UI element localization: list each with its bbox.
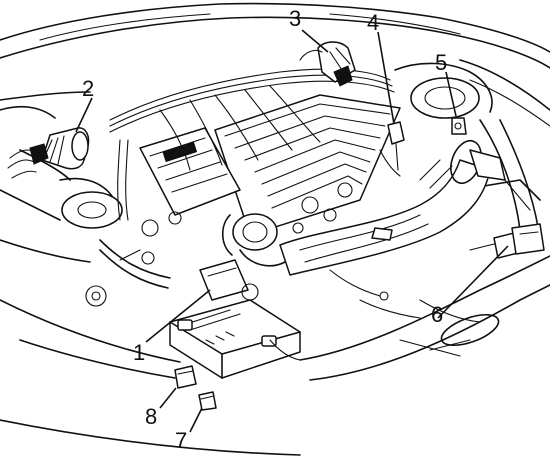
radiator-support xyxy=(0,255,550,456)
left-fender xyxy=(0,105,123,263)
battery xyxy=(169,299,301,379)
callout-7: 7 xyxy=(175,428,187,453)
hoses-and-bolts xyxy=(59,177,389,307)
hood-outline xyxy=(0,2,550,127)
callout-5: 5 xyxy=(435,50,447,75)
fuse-part-7 xyxy=(198,391,217,411)
callout-4: 4 xyxy=(367,10,379,35)
fuse-part-8 xyxy=(174,365,197,389)
callout-2: 2 xyxy=(82,76,94,101)
fuse-box-part-1 xyxy=(199,259,259,301)
throttle-body xyxy=(221,182,353,267)
relay-box-part-6 xyxy=(469,223,545,259)
top-connector-part xyxy=(299,41,356,87)
callout-6: 6 xyxy=(431,302,443,327)
bracket-part-5 xyxy=(451,117,467,135)
air-intake-duct xyxy=(279,139,506,276)
callout-3: 3 xyxy=(289,6,301,31)
callout-leaders xyxy=(75,29,509,433)
callout-8: 8 xyxy=(145,404,157,429)
callout-1: 1 xyxy=(133,340,145,365)
left-coil-part xyxy=(7,127,90,179)
engine-cover xyxy=(139,94,401,236)
bracket-part-4 xyxy=(379,121,405,177)
wire-harness xyxy=(109,68,395,221)
